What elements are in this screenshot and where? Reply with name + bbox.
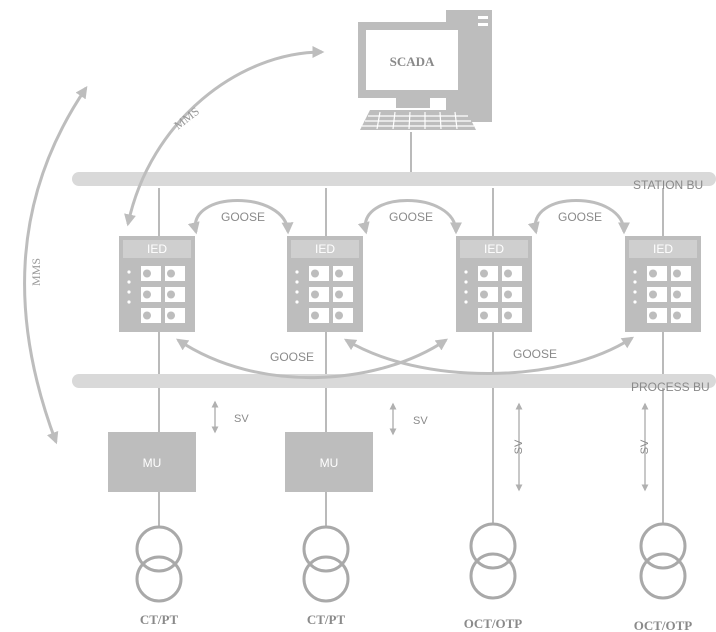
transformer-label: OCT/OTP: [634, 618, 693, 632]
mms-arrow-scada-ied: [124, 46, 325, 227]
mms-left-label: MMS: [29, 258, 43, 286]
transformer-icon: [302, 525, 350, 603]
process-bus-label: PROCESS BU: [631, 380, 710, 394]
ied-label: IED: [484, 242, 504, 256]
transformer-label: CT/PT: [140, 612, 179, 627]
transformer-3: OCT/OTP: [464, 522, 523, 631]
ied-3: IED: [456, 236, 532, 332]
merging-unit-2: MU: [285, 432, 373, 492]
mu-label: MU: [320, 456, 339, 470]
goose-label-1: GOOSE: [221, 210, 265, 224]
ied-label: IED: [315, 242, 335, 256]
transformer-1: CT/PT: [135, 525, 183, 627]
sv-label-1: SV: [234, 413, 249, 425]
transformer-4: OCT/OTP: [634, 522, 693, 632]
goose-cross-label-left: GOOSE: [270, 350, 314, 364]
ied-2: IED: [287, 236, 363, 332]
station-bus-label: STATION BU: [633, 178, 703, 192]
goose-label-3: GOOSE: [558, 210, 602, 224]
goose-arrow-1: [187, 199, 294, 235]
goose-label-2: GOOSE: [389, 210, 433, 224]
mms-arrow-left: [23, 86, 88, 445]
transformer-label: CT/PT: [307, 612, 346, 627]
ied-4: IED: [625, 236, 701, 332]
transformer-icon: [469, 522, 517, 600]
vertical-connection-lines: [158, 132, 664, 527]
goose-cross-arrow-left: [176, 338, 448, 379]
scada-computer: SCADA: [358, 10, 492, 130]
station-bus: [72, 172, 716, 186]
ied-1: IED: [119, 236, 195, 332]
goose-cross-arrow-right: [343, 336, 635, 375]
mu-label: MU: [143, 456, 162, 470]
goose-arrow-2: [357, 199, 462, 235]
goose-cross-label-right: GOOSE: [513, 347, 557, 361]
transformer-2: CT/PT: [302, 525, 350, 627]
transformer-icon: [639, 522, 687, 600]
ied-label: IED: [147, 242, 167, 256]
mms-top-label: MMS: [171, 104, 202, 132]
goose-arrow-3: [527, 199, 630, 235]
sv-label-4: SV: [639, 439, 651, 454]
transformer-label: OCT/OTP: [464, 616, 523, 631]
merging-unit-1: MU: [108, 432, 196, 492]
ied-label: IED: [653, 242, 673, 256]
sv-label-3: SV: [513, 439, 525, 454]
scada-label: SCADA: [390, 54, 435, 69]
process-bus: [72, 374, 716, 388]
computer-icon: [358, 10, 492, 130]
transformer-icon: [135, 525, 183, 603]
sv-label-2: SV: [413, 415, 428, 427]
